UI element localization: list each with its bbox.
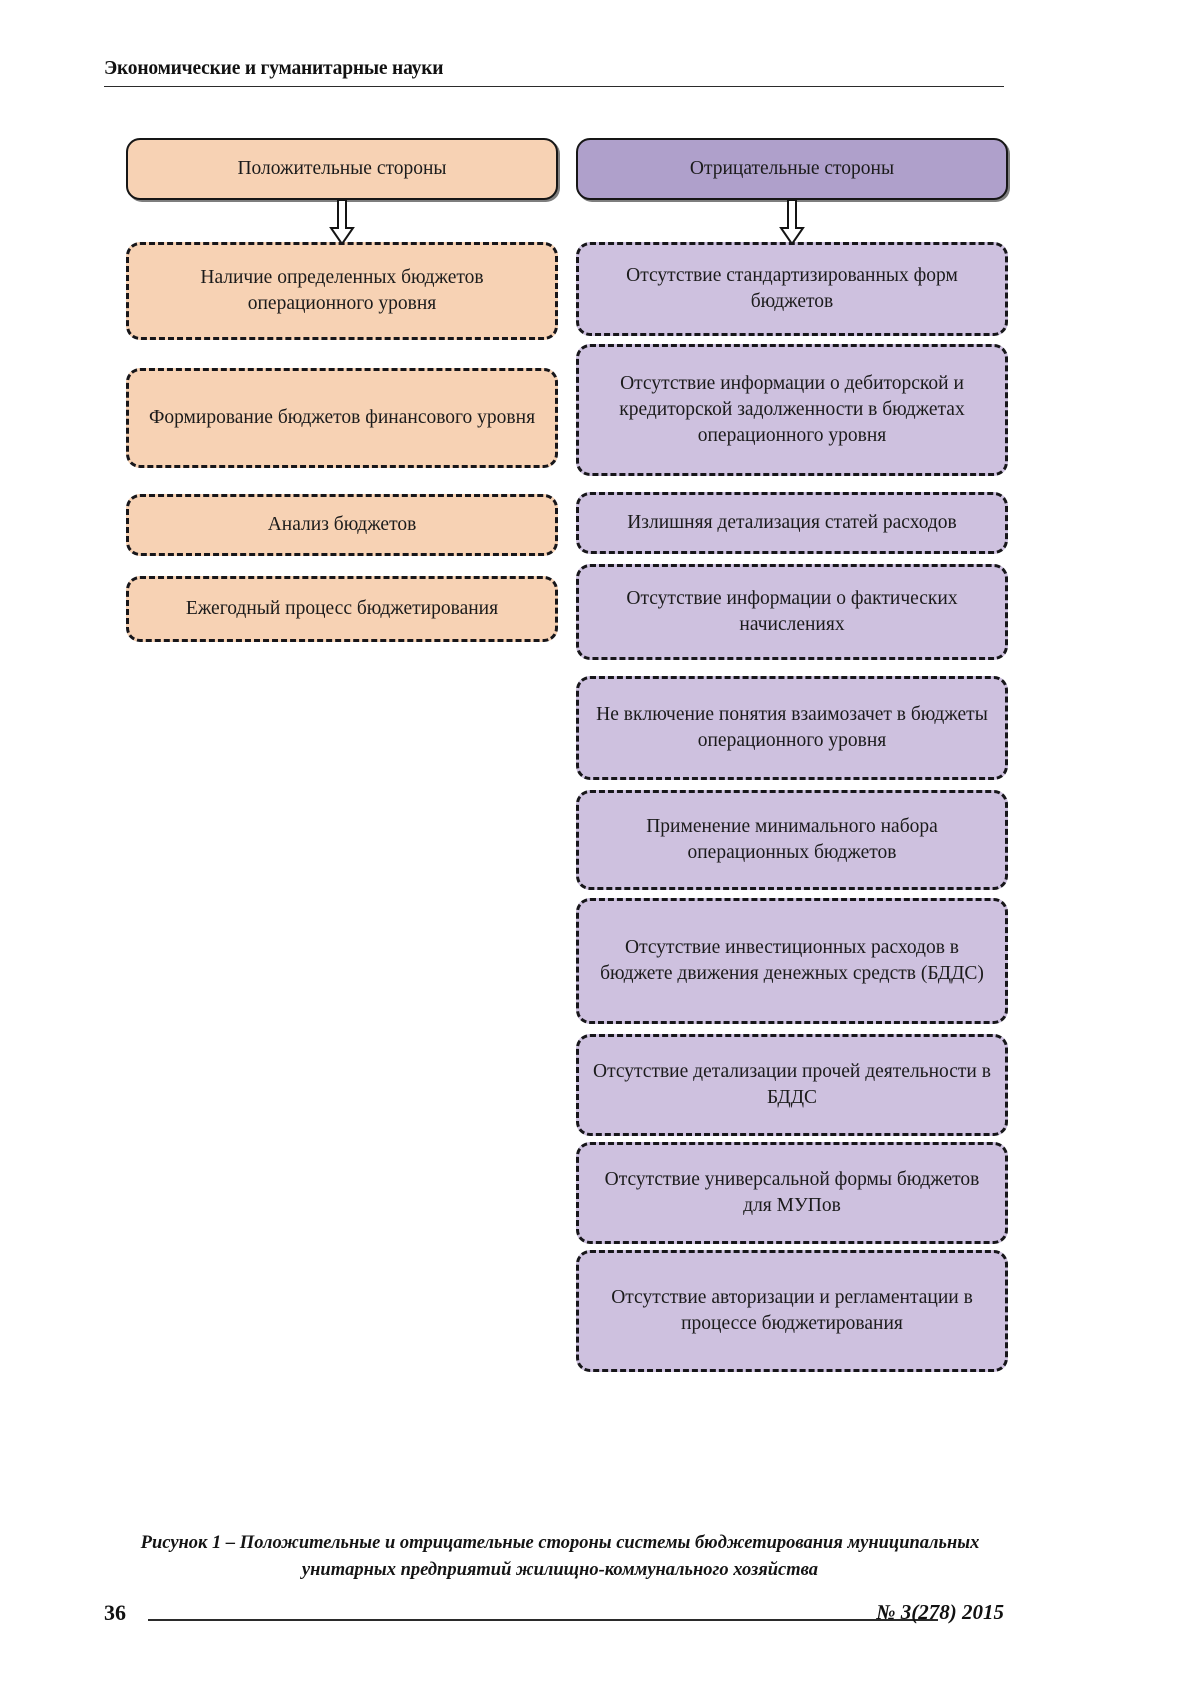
- figure-caption-line-2: унитарных предприятий жилищно-коммунальн…: [301, 1559, 819, 1580]
- running-head-title: Экономические и гуманитарные науки: [104, 58, 444, 79]
- list-item-label: Применение минимального набора операцион…: [646, 816, 938, 863]
- list-item-label: Отсутствие авторизации и регламентации в…: [611, 1287, 973, 1334]
- list-item-label: Отсутствие детализации прочей деятельнос…: [593, 1061, 991, 1108]
- page-footer: 36 № 3(278) 2015: [104, 1600, 1004, 1640]
- list-item: Отсутствие информации о дебиторской и кр…: [576, 344, 1008, 476]
- list-item: Отсутствие информации о фактических начи…: [576, 564, 1008, 660]
- footer-page-number: 36: [104, 1600, 126, 1625]
- list-item: Формирование бюджетов финансового уровня: [126, 368, 558, 468]
- running-head: Экономические и гуманитарные науки: [104, 58, 1004, 82]
- down-block-arrow-icon: [329, 200, 355, 260]
- footer-issue: № 3(278) 2015: [876, 1600, 1004, 1624]
- negative-column-header-label: Отрицательные стороны: [689, 158, 895, 180]
- list-item-label: Отсутствие инвестиционных расходов в бюд…: [600, 937, 984, 984]
- list-item: Применение минимального набора операцион…: [576, 790, 1008, 890]
- positive-column-header-label: Положительные стороны: [237, 158, 447, 180]
- figure-caption: Рисунок 1 – Положительные и отрицательны…: [120, 1530, 1000, 1584]
- list-item-label: Наличие определенных бюджетов операционн…: [200, 267, 484, 314]
- list-item: Наличие определенных бюджетов операционн…: [126, 242, 558, 340]
- list-item: Отсутствие инвестиционных расходов в бюд…: [576, 898, 1008, 1024]
- list-item-label: Отсутствие информации о дебиторской и кр…: [619, 373, 965, 446]
- list-item: Отсутствие универсальной формы бюджетов …: [576, 1142, 1008, 1244]
- list-item: Анализ бюджетов: [126, 494, 558, 556]
- list-item-label: Анализ бюджетов: [267, 514, 417, 536]
- positive-column-header: Положительные стороны: [126, 138, 558, 200]
- list-item: Отсутствие стандартизированных форм бюдж…: [576, 242, 1008, 336]
- list-item: Не включение понятия взаимозачет в бюдже…: [576, 676, 1008, 780]
- list-item-label: Отсутствие стандартизированных форм бюдж…: [626, 265, 958, 312]
- list-item-label: Отсутствие универсальной формы бюджетов …: [604, 1169, 980, 1216]
- list-item: Отсутствие детализации прочей деятельнос…: [576, 1034, 1008, 1136]
- list-item: Ежегодный процесс бюджетирования: [126, 576, 558, 642]
- down-block-arrow-icon: [779, 200, 805, 260]
- list-item-label: Формирование бюджетов финансового уровня: [148, 407, 536, 429]
- list-item: Излишняя детализация статей расходов: [576, 492, 1008, 554]
- running-head-rule: [104, 86, 1004, 87]
- list-item: Отсутствие авторизации и регламентации в…: [576, 1250, 1008, 1372]
- list-item-label: Излишняя детализация статей расходов: [627, 512, 957, 534]
- footer-rule: [148, 1619, 938, 1621]
- figure-diagram: Положительные стороны Наличие определенн…: [126, 138, 1008, 1372]
- figure-caption-line-1: Рисунок 1 – Положительные и отрицательны…: [140, 1533, 980, 1553]
- list-item-label: Отсутствие информации о фактических начи…: [626, 588, 958, 635]
- list-item-label: Ежегодный процесс бюджетирования: [185, 598, 499, 620]
- list-item-label: Не включение понятия взаимозачет в бюдже…: [596, 704, 988, 751]
- negative-column-header: Отрицательные стороны: [576, 138, 1008, 200]
